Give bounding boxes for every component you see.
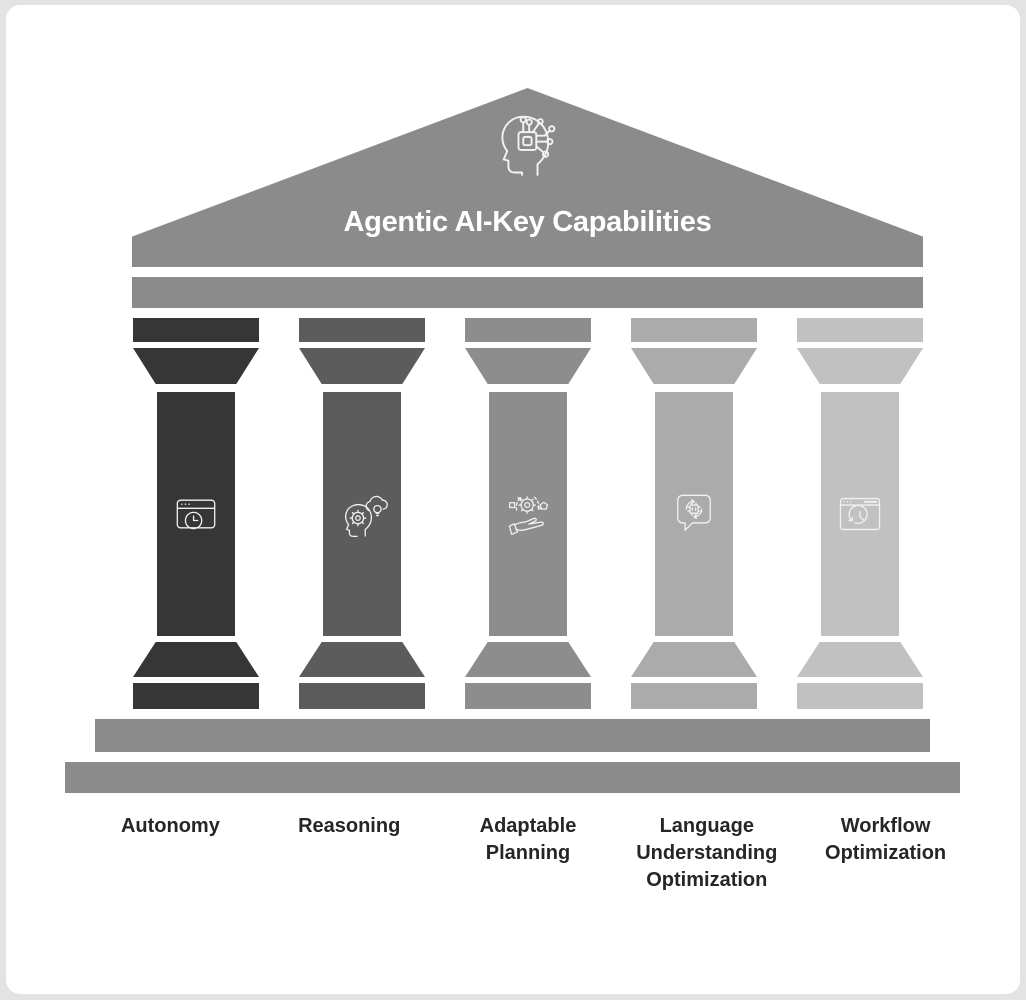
label-autonomy: Autonomy xyxy=(120,815,220,837)
pillar-base-block xyxy=(797,683,923,709)
pillar-base-block xyxy=(465,683,591,709)
pillar-autonomy xyxy=(133,318,259,709)
pillar-base-taper xyxy=(631,642,757,677)
pillar-base-block xyxy=(133,683,259,709)
label-reasoning: Reasoning xyxy=(298,815,401,837)
pillar-capital-top xyxy=(465,318,591,342)
pillar-capital-taper xyxy=(299,348,425,384)
pillar-base-taper xyxy=(133,642,259,677)
label-adaptable-planning: Adaptable Planning xyxy=(479,815,577,864)
pillar-capital-taper xyxy=(133,348,259,384)
pillar-shaft xyxy=(157,392,235,636)
browser-history-icon xyxy=(839,497,881,531)
pillar-base-block xyxy=(631,683,757,709)
head-gear-cloud-icon xyxy=(345,495,388,537)
browser-clock-icon xyxy=(176,499,216,530)
pillar-adaptable-planning xyxy=(465,318,591,709)
pillar-shaft xyxy=(323,392,401,636)
pillar-base-taper xyxy=(797,642,923,677)
pillar-language-understanding xyxy=(631,318,757,709)
pillar-capital-top xyxy=(631,318,757,342)
pillar-base-block xyxy=(299,683,425,709)
pillar-capital-top xyxy=(299,318,425,342)
label-workflow-optimization: Workflow Optimization xyxy=(825,815,947,864)
pillar-capital-taper xyxy=(465,348,591,384)
pillar-shaft xyxy=(489,392,567,636)
pillar-reasoning xyxy=(299,318,425,709)
pillar-labels-row: Autonomy Reasoning Adaptable Planning La… xyxy=(81,813,975,894)
hand-gear-icon xyxy=(508,496,549,535)
pillar-workflow-optimization xyxy=(797,318,923,709)
label-language-understanding-optimization: Language Understanding Optimization xyxy=(636,815,778,891)
pillar-shaft xyxy=(655,392,733,636)
stylobate-step-lower xyxy=(65,762,960,793)
ai-head-chip-icon xyxy=(500,115,555,176)
stylobate-step-upper xyxy=(95,719,930,752)
pillar-capital-taper xyxy=(797,348,923,384)
entablature-bar xyxy=(132,277,923,308)
pillar-capital-top xyxy=(797,318,923,342)
pillar-base-taper xyxy=(465,642,591,677)
pillar-capital-top xyxy=(133,318,259,342)
chat-chip-sync-icon xyxy=(677,494,711,531)
pillar-capital-taper xyxy=(631,348,757,384)
diagram-title: Agentic AI-Key Capabilities xyxy=(343,206,712,238)
pillar-shaft xyxy=(821,392,899,636)
pillar-base-taper xyxy=(299,642,425,677)
